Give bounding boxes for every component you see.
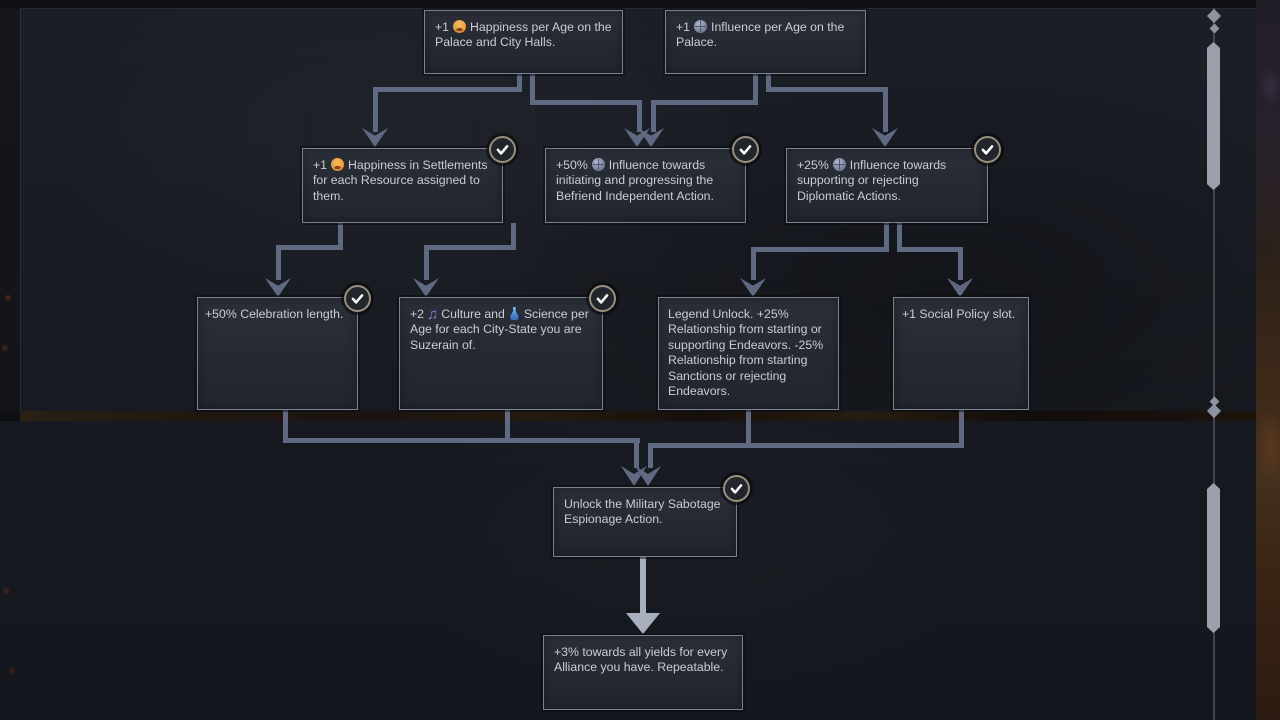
connector bbox=[640, 557, 646, 615]
connector bbox=[530, 100, 642, 105]
completed-check-icon bbox=[723, 475, 750, 502]
node-legend-unlock[interactable]: Legend Unlock. +25% Relationship from st… bbox=[658, 297, 839, 410]
connector bbox=[505, 410, 510, 443]
node-alliance-yields[interactable]: +3% towards all yields for every Allianc… bbox=[543, 635, 743, 710]
node-military-sabotage[interactable]: Unlock the Military Sabotage Espionage A… bbox=[553, 475, 750, 557]
scrollbar-thumb-lower[interactable] bbox=[1207, 483, 1220, 633]
game-map-band bbox=[20, 411, 1256, 421]
game-map-left-edge bbox=[0, 8, 20, 411]
science-icon bbox=[510, 307, 519, 320]
connector bbox=[883, 87, 888, 132]
connector bbox=[746, 410, 751, 448]
connector bbox=[373, 87, 378, 132]
node-text: Legend Unlock. +25% Relationship from st… bbox=[668, 307, 824, 399]
node-text: Happiness in Settlements for each Resour… bbox=[313, 158, 488, 203]
connector bbox=[649, 443, 964, 448]
connector bbox=[424, 245, 516, 250]
node-text: Culture and bbox=[441, 307, 505, 321]
connector bbox=[897, 223, 902, 252]
completed-check-icon bbox=[974, 136, 1001, 163]
node-text: Influence towards supporting or rejectin… bbox=[797, 158, 947, 203]
connector bbox=[511, 223, 516, 250]
node-social-policy[interactable]: +1 Social Policy slot. bbox=[893, 297, 1029, 410]
node-text: +1 bbox=[435, 20, 450, 34]
node-text: Unlock the Military Sabotage Espionage A… bbox=[564, 497, 721, 527]
connector bbox=[637, 100, 642, 132]
scrollbar-thumb-upper[interactable] bbox=[1207, 42, 1220, 190]
connector bbox=[959, 410, 964, 448]
node-text: +3% towards all yields for every Allianc… bbox=[554, 645, 728, 675]
connector bbox=[751, 247, 756, 280]
connector bbox=[651, 100, 656, 132]
connector bbox=[766, 74, 771, 92]
node-text: +50% Celebration length. bbox=[205, 307, 344, 321]
node-text: Influence per Age on the Palace. bbox=[676, 20, 845, 50]
node-befriend-influence[interactable]: +50%Influence towards initiating and pro… bbox=[545, 136, 759, 223]
connector bbox=[958, 247, 963, 280]
node-text: +50% bbox=[556, 158, 588, 172]
connector bbox=[424, 245, 429, 280]
connector bbox=[283, 438, 640, 443]
completed-check-icon bbox=[732, 136, 759, 163]
node-text: +1 bbox=[313, 158, 328, 172]
influence-icon bbox=[694, 20, 708, 33]
connector bbox=[276, 245, 343, 250]
connector bbox=[751, 247, 889, 252]
connector bbox=[530, 74, 535, 105]
node-text: +25% bbox=[797, 158, 829, 172]
timeline-track bbox=[1213, 8, 1215, 720]
game-map-right-edge bbox=[1256, 0, 1280, 720]
culture-icon: ♫ bbox=[427, 306, 439, 323]
completed-check-icon bbox=[489, 136, 516, 163]
connector bbox=[753, 74, 758, 105]
node-text: +1 bbox=[676, 20, 691, 34]
connector bbox=[517, 74, 522, 92]
node-diplomatic-influence[interactable]: +25%Influence towards supporting or reje… bbox=[786, 136, 1001, 223]
connector bbox=[766, 87, 888, 92]
connector bbox=[648, 443, 653, 468]
connector bbox=[634, 438, 639, 468]
happiness-icon bbox=[331, 158, 345, 171]
node-text: Happiness per Age on the Palace and City… bbox=[435, 20, 612, 50]
connector bbox=[651, 100, 758, 105]
connector bbox=[884, 223, 889, 252]
connector bbox=[338, 223, 343, 250]
node-text: Science per Age for each City-State you … bbox=[410, 307, 589, 352]
completed-check-icon bbox=[589, 285, 616, 312]
connector bbox=[897, 247, 963, 252]
connector bbox=[373, 87, 522, 92]
connector bbox=[276, 245, 281, 280]
completed-check-icon bbox=[344, 285, 371, 312]
connector bbox=[283, 410, 288, 443]
influence-icon bbox=[591, 158, 605, 171]
node-text: +1 Social Policy slot. bbox=[902, 307, 1016, 321]
node-text: Influence towards initiating and progres… bbox=[556, 158, 714, 203]
node-text: +2 bbox=[410, 307, 425, 321]
node-celebration-length[interactable]: +50% Celebration length. bbox=[197, 285, 371, 410]
happiness-icon bbox=[453, 20, 467, 33]
influence-icon bbox=[832, 158, 846, 171]
